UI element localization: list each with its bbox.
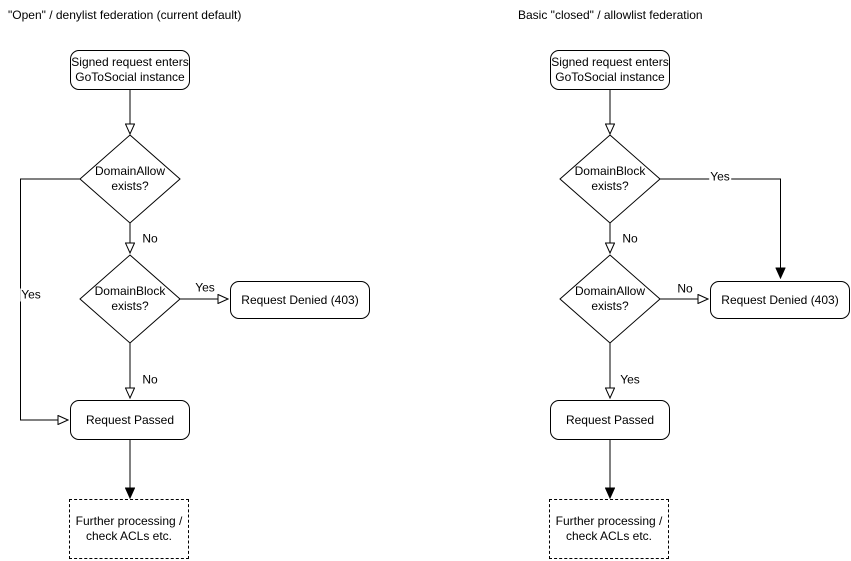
denied-node-right: Request Denied (403)	[710, 281, 850, 319]
decision2-label-left: DomainBlock exists?	[94, 284, 166, 313]
further-processing-node-left: Further processing / check ACLs etc.	[69, 499, 189, 559]
decision-diamond-right-2	[559, 254, 661, 344]
edge-label-no-left-d2: No	[141, 372, 159, 387]
connector-right-decision1-yes-to-denied	[660, 178, 781, 278]
edge-label-no-left-d1: No	[141, 231, 159, 246]
decision1-label-left: DomainAllow exists?	[94, 164, 166, 193]
further-processing-node-right: Further processing / check ACLs etc.	[549, 499, 669, 559]
passed-node-left: Request Passed	[70, 400, 190, 440]
start-node-right: Signed request enters GoToSocial instanc…	[550, 50, 670, 90]
diagram-title-closed-allowlist: Basic "closed" / allowlist federation	[518, 8, 703, 22]
edge-label-yes-right-d2: Yes	[619, 372, 641, 387]
passed-node-right: Request Passed	[550, 400, 670, 440]
diagram-title-open-denylist: "Open" / denylist federation (current de…	[8, 8, 242, 22]
denied-node-left: Request Denied (403)	[230, 281, 370, 319]
decision-diamond-right-1	[559, 134, 661, 224]
edge-label-yes-left-d1: Yes	[20, 287, 42, 302]
decision2-label-right: DomainAllow exists?	[574, 284, 646, 313]
decision-diamond-left-1	[79, 134, 181, 224]
edge-label-no-right-d1: No	[621, 231, 639, 246]
edge-label-yes-left-d2: Yes	[194, 280, 216, 295]
edge-label-yes-right-d1: Yes	[709, 169, 731, 184]
edge-label-no-right-d2: No	[676, 281, 694, 296]
decision1-label-right: DomainBlock exists?	[574, 164, 646, 193]
start-node-left: Signed request enters GoToSocial instanc…	[70, 50, 190, 90]
decision-diamond-left-2	[79, 254, 181, 344]
